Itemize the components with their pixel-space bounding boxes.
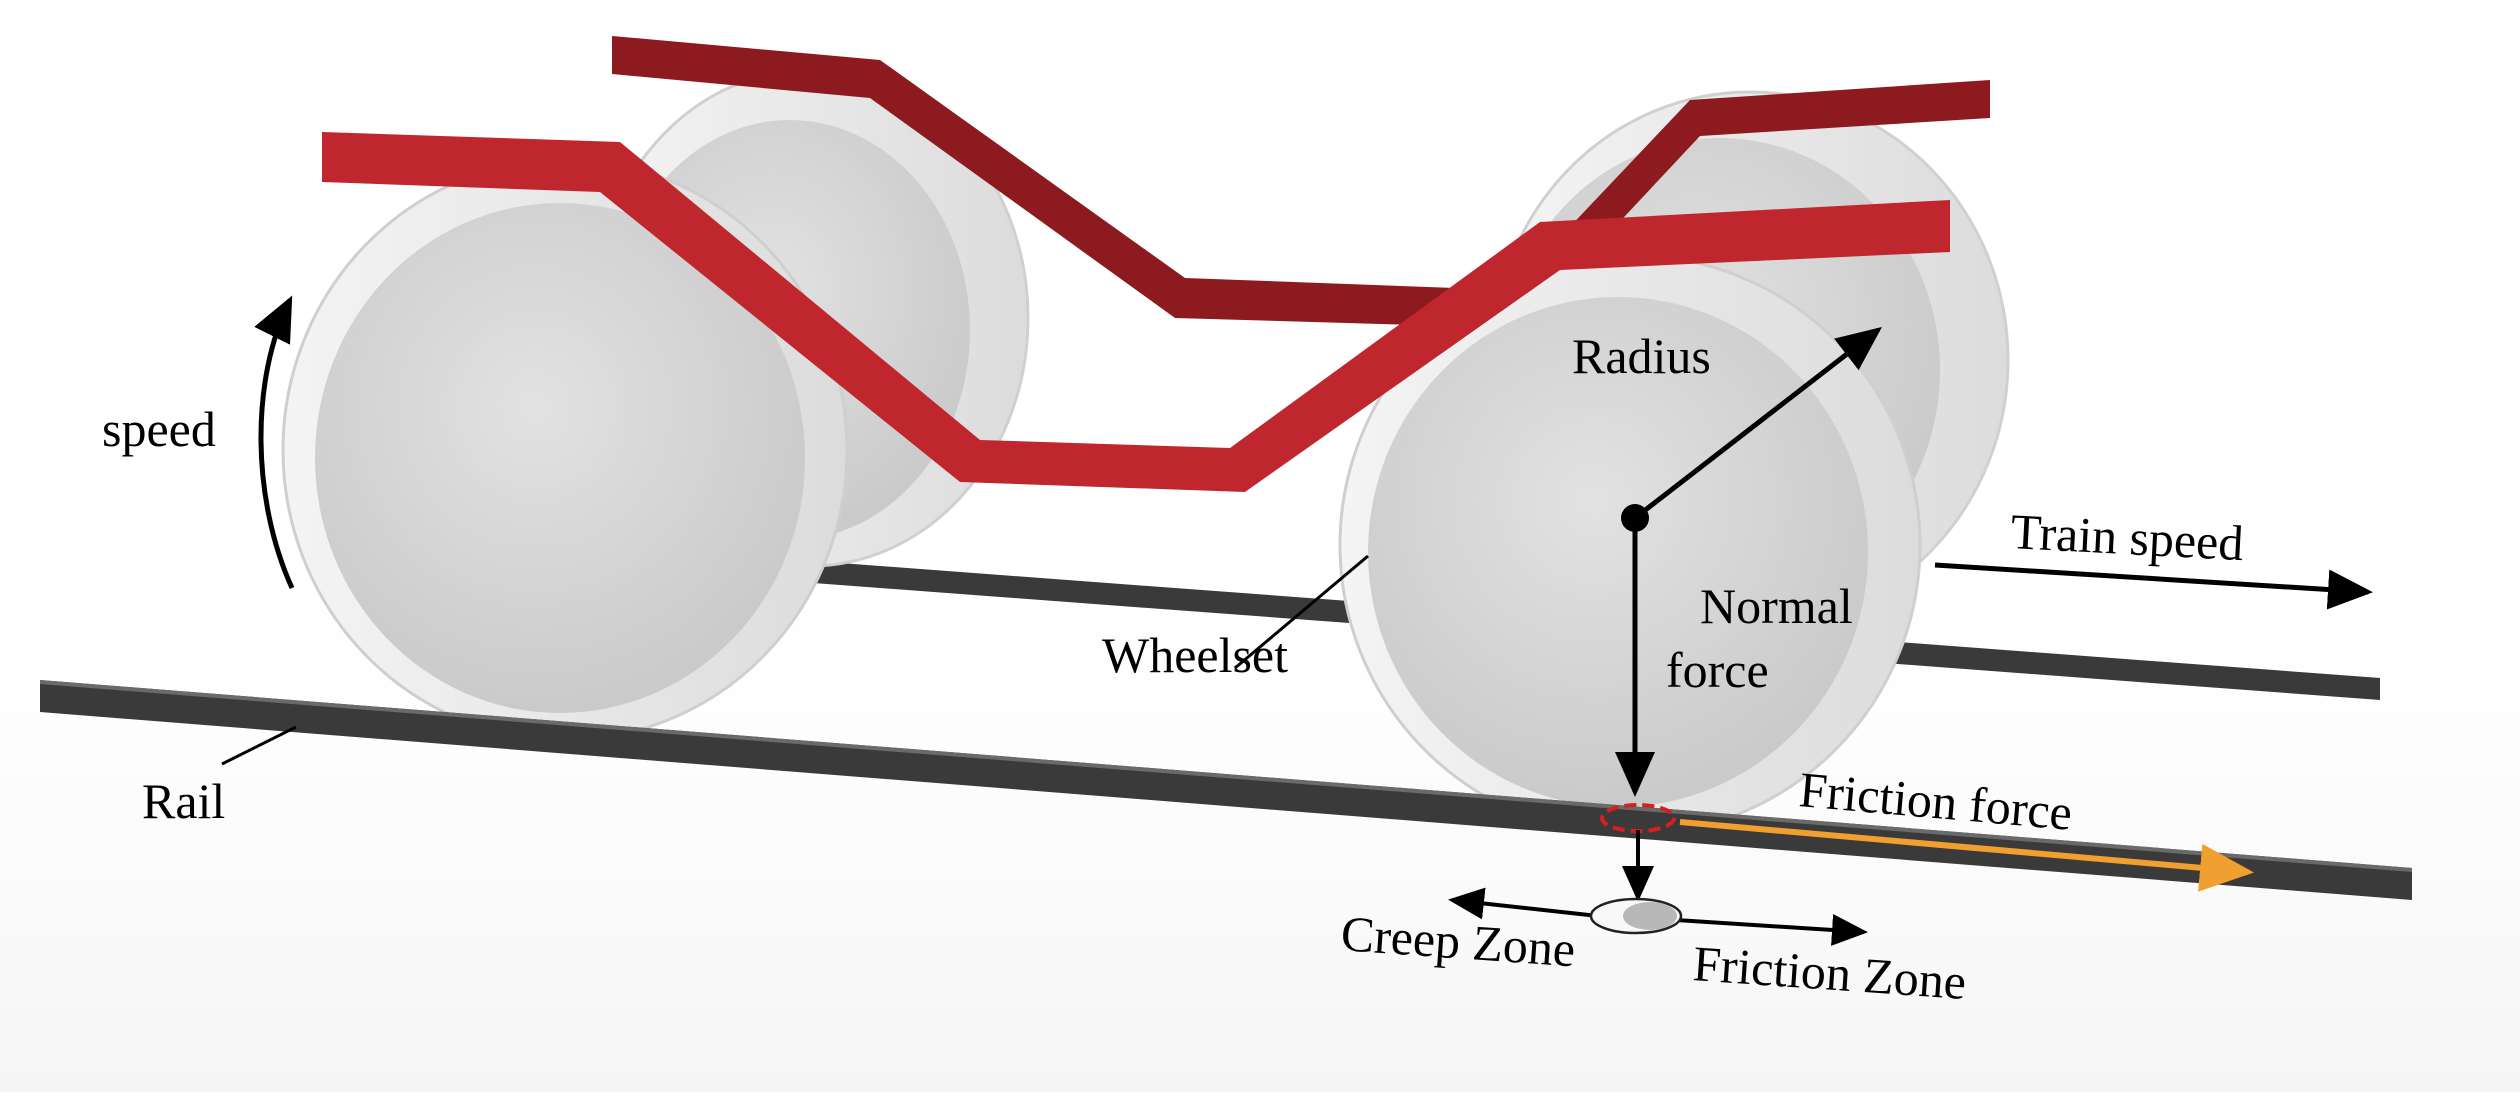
- radius-arrow: [1633, 326, 1882, 520]
- normal-force-label-line2: force: [1666, 642, 1769, 698]
- rail-front: [40, 680, 2412, 900]
- wheel-front-left: [281, 158, 849, 742]
- rotation-speed-arrow: [254, 295, 295, 590]
- friction-force-arrow: [1679, 819, 2254, 892]
- contact-patch: [1589, 897, 1683, 935]
- normal-force-label-line1: Normal: [1700, 578, 1853, 634]
- rail-leader: [221, 725, 297, 766]
- creep-zone-arrow: [1448, 887, 1599, 920]
- radius-label: Radius: [1572, 328, 1711, 384]
- speed-label: speed: [102, 401, 216, 457]
- wheelset-label: Wheelset: [1102, 627, 1288, 683]
- wheelset-leader: [1234, 554, 1369, 670]
- rail-label: Rail: [142, 773, 225, 829]
- train-speed-label: Train speed: [2009, 503, 2244, 571]
- wheel-front-right: [1338, 253, 1922, 837]
- frame-front: [322, 132, 1950, 492]
- train-speed-arrow: [1934, 562, 2373, 610]
- friction-zone-arrow: [1675, 913, 1868, 946]
- frame-back: [612, 36, 1990, 328]
